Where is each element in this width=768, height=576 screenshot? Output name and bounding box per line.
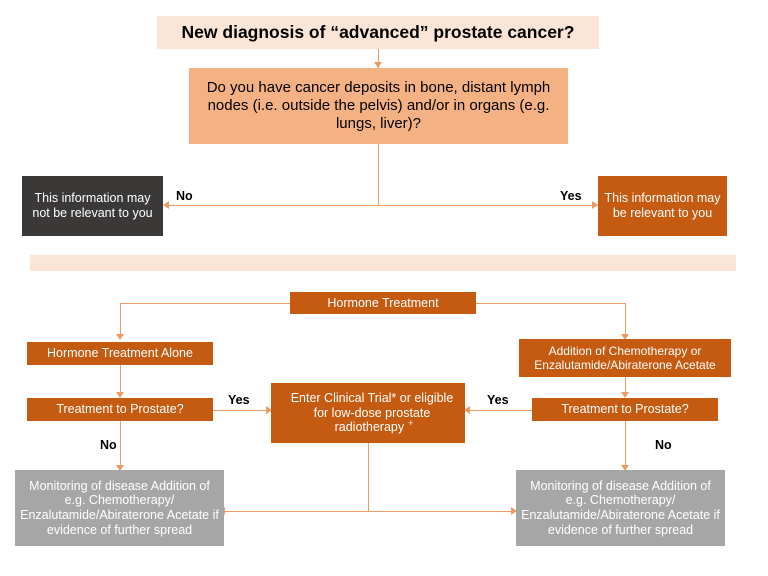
clinical-trial-footnote-marker: + [408, 418, 414, 429]
connector-hormone-alone-down [120, 365, 121, 397]
edge-label-yes-left: Yes [228, 393, 250, 407]
connector-no-left-down [120, 421, 121, 470]
connector-hormone-bus-right [475, 303, 625, 304]
relevant-box: This information may be relevant to you [598, 176, 727, 236]
arrowhead-to-not-relevant [163, 201, 169, 209]
arrowhead-trial-to-monitor-right [511, 507, 517, 515]
connector-no-right-down [625, 421, 626, 470]
arrowhead-to-chemo-addition [621, 334, 629, 340]
arrowhead-no-right-down [621, 465, 629, 471]
monitoring-right-box: Monitoring of disease Addition of e.g. C… [516, 470, 725, 546]
arrowhead-to-relevant [592, 201, 598, 209]
treatment-to-prostate-left-text: Treatment to Prostate? [56, 402, 184, 417]
connector-hormone-down-left [120, 303, 121, 339]
edge-label-no-right: No [655, 438, 672, 452]
edge-label-no-top: No [176, 189, 193, 203]
hormone-alone-text: Hormone Treatment Alone [47, 346, 193, 361]
treatment-to-prostate-right-box: Treatment to Prostate? [532, 398, 718, 421]
connector-trial-down [368, 443, 369, 512]
not-relevant-text: This information may not be relevant to … [32, 191, 153, 220]
clinical-trial-line-3-wrap: radiotherapy+ [275, 418, 469, 435]
connector-title-to-question [378, 49, 379, 68]
clinical-trial-line-2: for low-dose prostate [313, 405, 431, 420]
hormone-treatment-box: Hormone Treatment [290, 292, 476, 314]
arrowhead-no-left-down [116, 465, 124, 471]
arrowhead-to-treatment-left [116, 392, 124, 398]
title-box: New diagnosis of “advanced” prostate can… [157, 16, 599, 49]
connector-split-right [378, 205, 598, 206]
arrowhead-to-hormone-alone [116, 334, 124, 340]
connector-hormone-down-right [625, 303, 626, 339]
connector-split-left [168, 205, 379, 206]
treatment-to-prostate-left-box: Treatment to Prostate? [27, 398, 213, 421]
clinical-trial-line-1: Enter Clinical Trial* or eligible [290, 390, 454, 405]
not-relevant-box: This information may not be relevant to … [22, 176, 163, 236]
connector-question-down [378, 144, 379, 206]
clinical-trial-text: Enter Clinical Trial* or eligible for lo… [271, 391, 465, 435]
clinical-trial-box: Enter Clinical Trial* or eligible for lo… [271, 383, 465, 443]
connector-yes-right-to-trial [469, 410, 532, 411]
monitoring-left-text: Monitoring of disease Addition of e.g. C… [20, 478, 219, 537]
question-text: Do you have cancer deposits in bone, dis… [206, 79, 551, 132]
arrowhead-to-treatment-right [621, 392, 629, 398]
arrowhead-title-to-question [374, 62, 382, 68]
connector-trial-to-monitor-left [224, 511, 369, 512]
connector-chemo-down [625, 377, 626, 397]
monitoring-left-box: Monitoring of disease Addition of e.g. C… [15, 470, 224, 546]
edge-label-yes-right: Yes [487, 393, 509, 407]
title-text: New diagnosis of “advanced” prostate can… [181, 22, 575, 43]
monitoring-right-text: Monitoring of disease Addition of e.g. C… [521, 478, 720, 537]
edge-label-yes-top: Yes [560, 189, 582, 203]
chemo-addition-text: Addition of Chemotherapy or Enzalutamide… [534, 343, 716, 372]
relevant-text: This information may be relevant to you [604, 191, 721, 220]
question-box: Do you have cancer deposits in bone, dis… [189, 68, 568, 144]
arrowhead-yes-left-to-trial [266, 406, 272, 414]
connector-trial-to-monitor-right [368, 511, 516, 512]
section-divider-band [30, 255, 736, 271]
hormone-treatment-text: Hormone Treatment [327, 295, 439, 310]
clinical-trial-line-3: radiotherapy [334, 420, 405, 435]
chemo-addition-box: Addition of Chemotherapy or Enzalutamide… [519, 339, 731, 377]
hormone-alone-box: Hormone Treatment Alone [27, 342, 213, 365]
connector-hormone-bus-left [120, 303, 291, 304]
edge-label-no-left: No [100, 438, 117, 452]
treatment-to-prostate-right-text: Treatment to Prostate? [561, 402, 689, 417]
connector-yes-left-to-trial [213, 410, 271, 411]
arrowhead-yes-right-to-trial [464, 406, 470, 414]
